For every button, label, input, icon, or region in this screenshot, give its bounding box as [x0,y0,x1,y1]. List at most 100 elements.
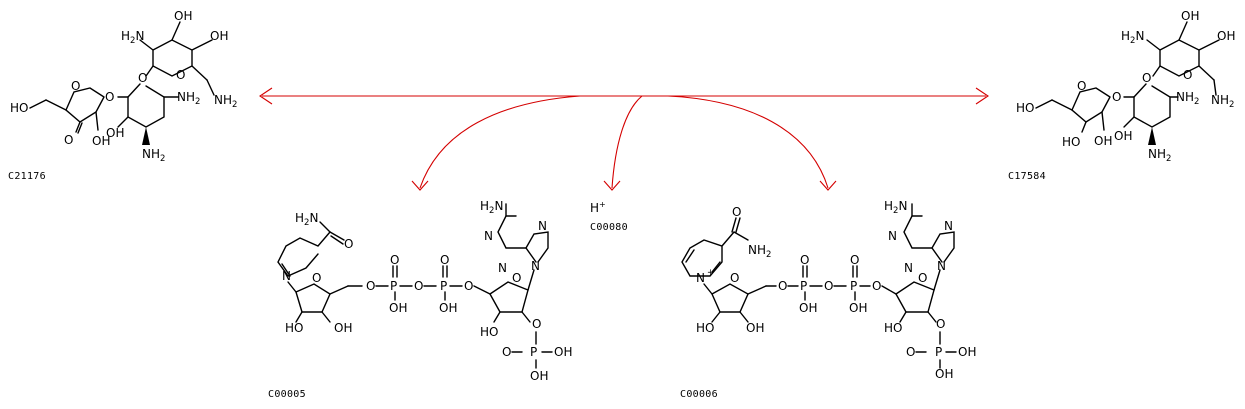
svg-text:P: P [800,279,807,293]
svg-text:OH: OH [439,301,457,315]
svg-text:H2N: H2N [121,29,144,46]
svg-text:O: O [312,271,321,285]
arrow-to-nadp [667,95,829,189]
proton-symbol: H [590,201,600,215]
arrow-head-nadp [819,180,837,191]
svg-text:O: O [71,79,80,93]
svg-text:O: O [872,279,881,293]
svg-text:O: O [390,253,399,267]
svg-text:OH: OH [1114,129,1132,143]
svg-text:OH: OH [92,134,110,148]
svg-text:O: O [1077,79,1086,93]
svg-text:NH2: NH2 [214,93,237,110]
svg-text:N: N [498,261,507,275]
structure-c00005: H2N O N O HO OH O P O OH O P O OH [277,199,572,383]
arrow-head-proton [603,180,621,191]
svg-text:OH: OH [958,345,976,359]
svg-text:O: O [176,68,185,82]
svg-text:O: O [502,345,511,359]
svg-text:P: P [390,279,397,293]
svg-text:OH: OH [530,369,548,383]
svg-text:P: P [440,279,447,293]
svg-text:P: P [935,345,942,359]
compound-id-left: C21176 [8,171,46,182]
structure-c17584: OH OH H2N O NH2 O NH2 NH2 OH O O HO HO O… [1016,9,1235,164]
svg-text:N: N [484,229,493,243]
svg-text:HO: HO [1062,135,1080,149]
svg-text:O: O [344,237,353,251]
svg-text:H2N: H2N [480,199,503,216]
svg-text:OH: OH [849,301,867,315]
reaction-arrows [259,87,989,191]
svg-text:OH: OH [334,321,352,335]
svg-text:O: O [778,279,787,293]
svg-text:HO: HO [10,101,28,115]
arrow-to-nadh [419,95,581,189]
svg-text:NH2: NH2 [748,243,771,260]
svg-text:N: N [888,229,897,243]
svg-text:H2N: H2N [1121,29,1144,46]
svg-text:O: O [532,317,541,331]
svg-text:O: O [105,90,114,104]
svg-text:OH: OH [389,301,407,315]
svg-text:+: + [707,268,714,278]
svg-text:N: N [904,261,913,275]
compound-id-nadp: C00006 [680,389,718,400]
svg-text:OH: OH [746,321,764,335]
svg-text:N: N [937,259,946,273]
svg-text:O: O [918,271,927,285]
structure-c00006: O NH2 N + O HO OH O P O OH O P O OH [681,199,976,381]
svg-text:OH: OH [106,126,124,140]
svg-text:O: O [414,279,423,293]
svg-text:O: O [464,279,473,293]
svg-text:NH2: NH2 [1176,90,1199,107]
proton-charge: + [599,200,606,209]
svg-text:N: N [538,219,547,233]
compound-id-proton: C00080 [590,222,628,233]
svg-text:O: O [64,133,73,147]
svg-text:OH: OH [799,301,817,315]
svg-text:O: O [824,279,833,293]
svg-text:O: O [1183,68,1192,82]
svg-text:NH2: NH2 [1148,147,1171,164]
structure-c21176: OH OH H2N O NH2 O NH2 NH2 OH O O HO O OH [10,9,237,164]
compound-id-right: C17584 [1008,171,1046,182]
svg-text:O: O [936,317,945,331]
svg-text:N: N [282,269,291,283]
svg-text:OH: OH [1217,29,1235,43]
svg-text:H2N: H2N [884,199,907,216]
svg-text:O: O [850,253,859,267]
svg-text:P: P [850,279,857,293]
svg-text:NH2: NH2 [1211,93,1234,110]
svg-text:O: O [440,253,449,267]
svg-text:NH2: NH2 [142,147,165,164]
svg-text:O: O [366,279,375,293]
svg-text:OH: OH [174,9,192,23]
svg-text:O: O [138,71,147,85]
svg-text:O: O [730,271,739,285]
svg-text:O: O [1112,90,1121,104]
svg-text:O: O [906,345,915,359]
svg-text:N: N [696,271,705,285]
svg-text:OH: OH [935,367,953,381]
arrow-head-left [259,87,273,105]
svg-text:HO: HO [884,321,902,335]
svg-text:O: O [1142,71,1151,85]
svg-text:O: O [800,253,809,267]
svg-text:P: P [530,345,537,359]
arrow-head-nadh [411,180,429,191]
svg-text:O: O [732,205,741,219]
svg-text:O: O [512,271,521,285]
arrow-head-right [975,87,989,105]
svg-text:OH: OH [210,29,228,43]
svg-text:HO: HO [696,321,714,335]
svg-text:HO: HO [285,321,303,335]
svg-text:OH: OH [1094,134,1112,148]
svg-text:NH2: NH2 [177,90,200,107]
svg-text:N: N [944,219,953,233]
svg-text:N: N [531,259,540,273]
svg-text:OH: OH [554,345,572,359]
proton-label: H+ [590,200,606,215]
